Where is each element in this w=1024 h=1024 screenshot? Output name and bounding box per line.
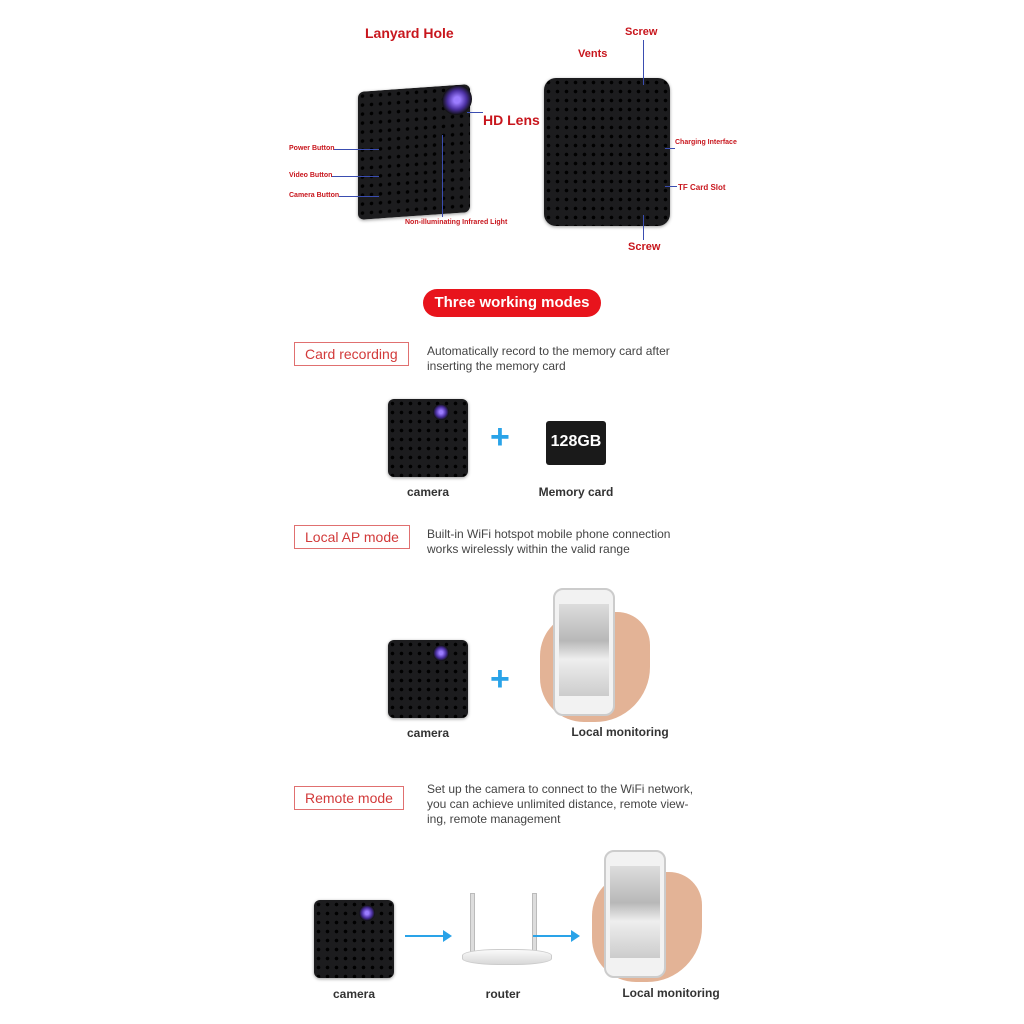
caption: Local monitoring [571,725,669,739]
caption: camera [406,485,450,499]
mode-desc: Automatically record to the memory card … [427,344,670,373]
phone-image [604,850,666,978]
label-hd-lens: HD Lens [483,112,540,128]
mode-desc: Set up the camera to connect to the WiFi… [427,782,694,826]
label-screw-top: Screw [625,26,658,38]
memory-card-image: 128GB [546,421,606,465]
mode-card-recording: Card recording [294,342,409,366]
plus-icon: + [490,418,510,456]
section-title: Three working modes [423,289,601,317]
label-tf-slot: TF Card Slot [678,183,726,192]
camera-image [388,399,468,477]
router-image [462,893,552,968]
camera-back-image [544,78,670,226]
arrow-icon [405,930,452,942]
label-lanyard-hole: Lanyard Hole [365,25,454,41]
caption: camera [406,726,450,740]
label-infrared: Non-illuminating Infrared Light [405,219,508,226]
label-vents: Vents [578,48,608,60]
camera-image [314,900,394,978]
camera-image [388,640,468,718]
arrow-icon [533,930,580,942]
mode-remote: Remote mode [294,786,404,810]
mode-desc: Built-in WiFi hotspot mobile phone conne… [427,527,671,556]
label-camera-button: Camera Button [289,192,340,199]
label-screw-bottom: Screw [628,241,661,253]
caption: router [485,987,521,1001]
plus-icon: + [490,660,510,698]
caption: Local monitoring [622,986,720,1000]
phone-image [553,588,615,716]
label-video-button: Video Button [289,172,333,179]
mode-local-ap: Local AP mode [294,525,410,549]
caption: camera [332,987,376,1001]
label-power-button: Power Button [289,145,335,152]
camera-front-image [358,83,472,220]
caption: Memory card [538,485,614,499]
label-charging: Charging Interface [675,139,737,146]
